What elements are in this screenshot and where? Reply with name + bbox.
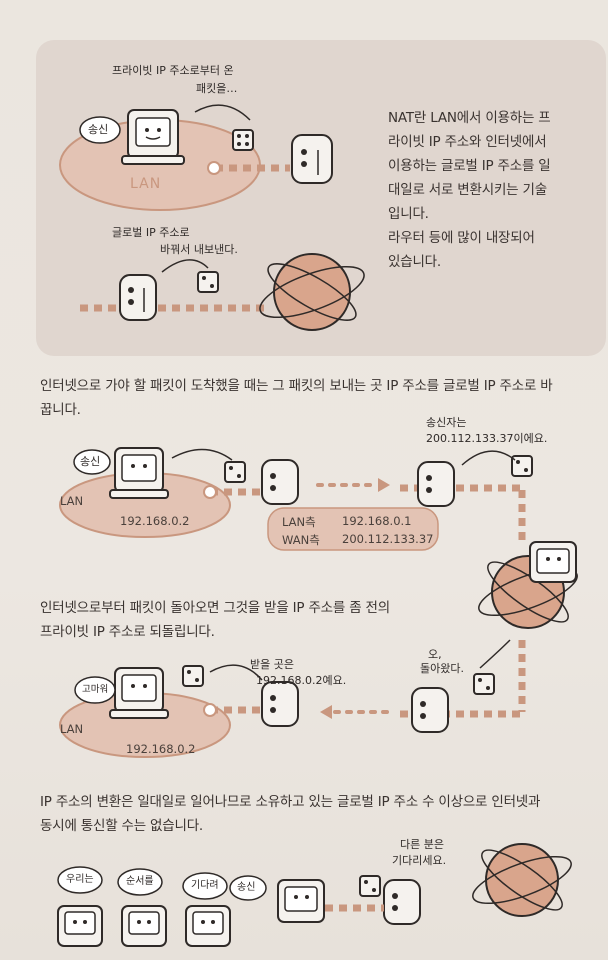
computer-icon: [277, 879, 325, 923]
lan-label: LAN: [60, 722, 84, 736]
port-icon: [203, 703, 217, 717]
arrow-curve: [461, 450, 516, 466]
port-icon: [203, 485, 217, 499]
bubble-private-text: 프라이빗 IP 주소로부터 온: [112, 64, 234, 77]
nat-description: NAT란 LAN에서 이용하는 프 라이빗 IP 주소와 인터넷에서 이용하는 …: [388, 106, 588, 274]
paragraph-3: IP 주소의 변환은 일대일로 일어나므로 소유하고 있는 글로벌 IP 주소 …: [40, 790, 605, 838]
packet-icon: [473, 673, 495, 695]
router-icon: [383, 879, 421, 925]
paragraph-line: IP 주소의 변환은 일대일로 일어나므로 소유하고 있는 글로벌 IP 주소 …: [40, 794, 541, 810]
speech-us-text: 우리는: [66, 874, 94, 885]
lan-label: LAN: [130, 176, 162, 192]
description-line: 라이빗 IP 주소와 인터넷에서: [388, 134, 547, 150]
pc-ip: 192.168.0.2: [120, 514, 190, 528]
computer-icon: [109, 447, 169, 499]
returned-note-2: 돌아왔다.: [420, 662, 464, 675]
dest-note-1: 받을 곳은: [250, 658, 294, 671]
others-wait-1: 다른 분은: [400, 838, 444, 851]
speech-bubble: [229, 875, 267, 901]
computer-icon: [185, 905, 231, 947]
bubble-global-text-1: 글로벌 IP 주소로: [112, 226, 190, 239]
others-wait-2: 기다리세요.: [392, 854, 447, 867]
speech-bubble: [74, 676, 116, 704]
sender-note-1: 송신자는: [426, 416, 467, 429]
router-icon: [417, 461, 455, 507]
sender-note-2: 200.112.133.37이에요.: [426, 432, 548, 445]
description-line: 라우터 등에 많이 내장되어: [388, 230, 535, 246]
computer-icon: [109, 667, 169, 719]
description-line: 있습니다.: [388, 254, 441, 270]
arrow-curve: [479, 639, 511, 669]
bubble-global-text-2: 바꿔서 내보낸다.: [160, 243, 238, 256]
router-icon: [119, 274, 157, 321]
paragraph-line: 인터넷으로부터 패킷이 돌아오면 그것을 받을 IP 주소를 좀 전의: [40, 600, 390, 616]
paragraph-line: 동시에 통신할 수는 없습니다.: [40, 818, 204, 834]
packet-icon: [511, 455, 533, 477]
nat-table-box: [267, 507, 439, 551]
computer-icon: [529, 541, 577, 583]
packet-icon: [224, 461, 246, 483]
arrow-curve: [194, 104, 251, 121]
paragraph-line: 인터넷으로 가야 할 패킷이 도착했을 때는 그 패킷의 보내는 곳 IP 주소…: [40, 378, 553, 394]
speech-send-text: 송신: [80, 455, 101, 468]
packet-icon: [197, 271, 219, 293]
speech-bubble: [73, 449, 111, 475]
wan-side-ip: 200.112.133.37: [342, 532, 434, 546]
speech-bubble: [117, 868, 163, 896]
paragraph-line: 프라이빗 IP 주소로 되돌립니다.: [40, 624, 215, 640]
speech-wait-text: 기다려: [191, 880, 219, 891]
dest-note-2: 192.168.0.2예요.: [256, 674, 347, 687]
arrow-head-icon: [320, 705, 332, 719]
pc-ip: 192.168.0.2: [126, 742, 196, 756]
router-icon: [261, 681, 299, 727]
arrow-head-icon: [378, 478, 390, 492]
lan-side-ip: 192.168.0.1: [342, 514, 412, 528]
speech-bubble: [79, 116, 121, 144]
paragraph-line: 꿉니다.: [40, 402, 81, 418]
router-icon: [291, 134, 333, 184]
description-line: NAT란 LAN에서 이용하는 프: [388, 110, 551, 126]
computer-icon: [121, 905, 167, 947]
globe-icon: [259, 253, 365, 331]
port-icon: [207, 161, 221, 175]
globe-icon: [472, 843, 572, 917]
arrow-curve: [171, 448, 233, 461]
router-icon: [411, 687, 449, 733]
returned-note-1: 오,: [428, 648, 442, 661]
speech-send-text: 송신: [237, 882, 256, 893]
speech-bubble: [57, 866, 103, 894]
description-line: 입니다.: [388, 206, 429, 222]
computer-icon: [57, 905, 103, 947]
lan-label: LAN: [60, 494, 84, 508]
packet-icon: [232, 129, 254, 151]
computer-icon: [121, 109, 185, 165]
lan-side-label: LAN측: [282, 515, 316, 529]
description-line: 대일로 서로 변환시키는 기술: [388, 182, 547, 198]
speech-send-text: 송신: [88, 123, 109, 136]
packet-icon: [182, 665, 204, 687]
wan-side-label: WAN측: [282, 533, 320, 547]
description-line: 이용하는 글로벌 IP 주소를 일: [388, 158, 551, 174]
speech-thanks-text: 고마워: [82, 684, 109, 695]
router-icon: [261, 459, 299, 505]
arrow-curve: [161, 259, 209, 273]
paragraph-2: 인터넷으로부터 패킷이 돌아오면 그것을 받을 IP 주소를 좀 전의 프라이빗…: [40, 596, 500, 644]
paragraph-1: 인터넷으로 가야 할 패킷이 도착했을 때는 그 패킷의 보내는 곳 IP 주소…: [40, 374, 600, 422]
speech-order-text: 순서를: [126, 876, 154, 887]
bubble-packet-text: 패킷을…: [196, 82, 238, 95]
arrow-curve: [209, 664, 263, 681]
speech-bubble: [182, 872, 228, 900]
packet-icon: [359, 875, 381, 897]
